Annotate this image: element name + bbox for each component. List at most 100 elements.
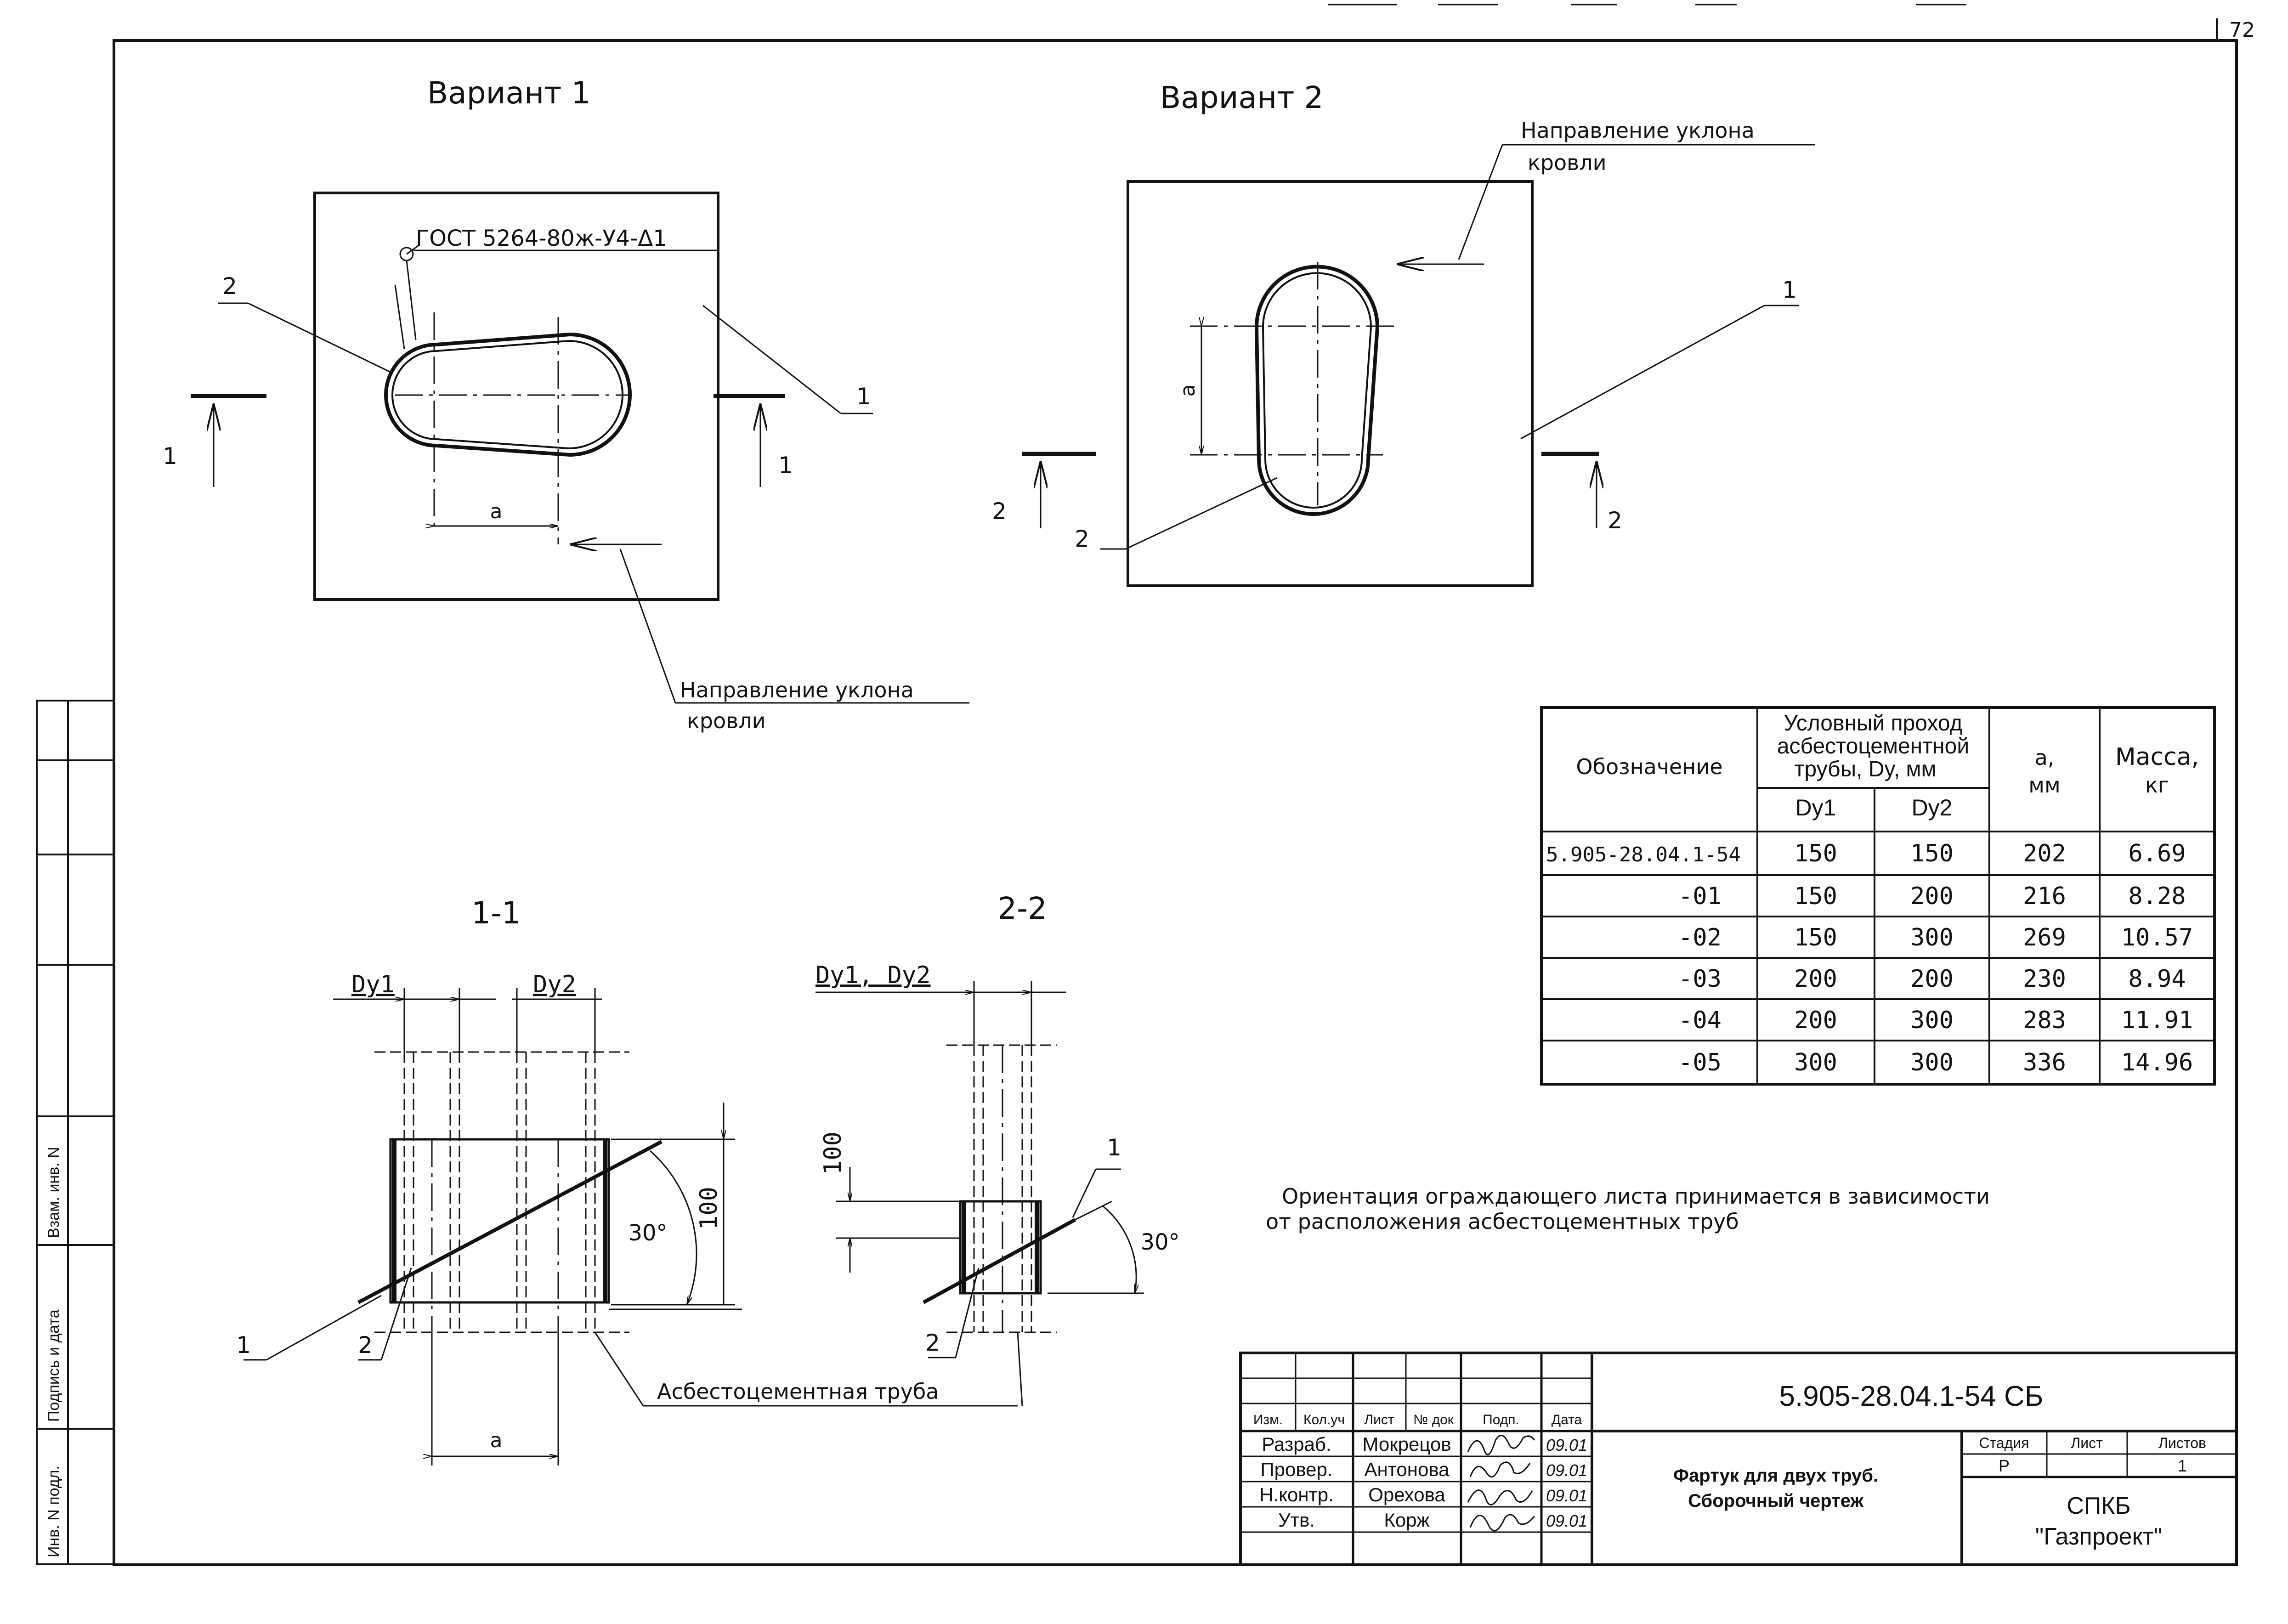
variant2-plate (1127, 180, 1534, 587)
variant1-dim-a: a (490, 500, 503, 523)
variant2-slope-label-1: Направление уклона (1521, 118, 1755, 143)
variant2-collar-inner (1262, 272, 1372, 509)
spec-cell-dy2: 300 (1910, 1007, 1954, 1034)
spec-cell-a: 216 (2023, 883, 2066, 910)
spec-cell-dy1: 300 (1794, 1049, 1837, 1076)
date-checker: 09.01 (1546, 1461, 1587, 1480)
variant2-view: Вариант 2 a Направление уклона кровли 1 … (992, 80, 1815, 587)
stage-label: Стадия (1979, 1435, 2029, 1451)
col-header-list: Лист (1364, 1412, 1394, 1427)
section11-title: 1-1 (471, 895, 521, 931)
section11-height: 100 (695, 1187, 723, 1230)
date-norm-control: 09.01 (1546, 1486, 1587, 1505)
org-name-2: "Газпроект" (2035, 1523, 2162, 1550)
title-block-title-2: Сборочный чертеж (1688, 1491, 1863, 1511)
spec-cell-dy2: 200 (1910, 883, 1954, 910)
spec-cell-dy1: 150 (1794, 883, 1837, 910)
spec-cell-a: 230 (2023, 965, 2066, 993)
spec-cell-dy2: 300 (1910, 924, 1954, 951)
spec-cell-dy1: 150 (1794, 840, 1837, 867)
spec-cell-dy2: 300 (1910, 1049, 1954, 1076)
role-checker: Провер. (1260, 1459, 1332, 1480)
spec-cell-dy1: 200 (1794, 965, 1837, 993)
sheets-label: Листов (2158, 1435, 2206, 1451)
spec-cell-mass: 14.96 (2121, 1049, 2193, 1076)
variant2-title: Вариант 2 (1160, 80, 1324, 115)
spec-header-a-2: мм (2028, 773, 2060, 798)
variant2-pos-collar: 2 (1075, 526, 1089, 552)
section11-dy1: Dy1 (351, 971, 395, 998)
stamp-inv-orig: Инв. N подл. (45, 1466, 62, 1557)
spec-cell-mass: 8.94 (2128, 965, 2186, 993)
spec-cell-designation: -04 (1678, 1007, 1722, 1034)
spec-cell-designation: -02 (1678, 924, 1722, 951)
role-developer: Разраб. (1262, 1433, 1331, 1455)
section22-dy: Dy1, Dy2 (816, 962, 930, 989)
date-approved: 09.01 (1546, 1511, 1587, 1530)
stamp-sign-date: Подпись и дата (45, 1309, 62, 1422)
spec-header-mass-2: кг (2145, 773, 2169, 798)
spec-cell-mass: 8.28 (2128, 883, 2186, 910)
variant1-view: Вариант 1 a ГОСТ 5264-80ж-У4-Δ1 2 1 1 1 (163, 75, 969, 733)
spec-table-row: -01 150 200 216 8.28 (1678, 883, 2186, 910)
section22-pos2: 2 (925, 1330, 940, 1356)
note-line-2: от расположения асбестоцементных труб (1266, 1209, 1739, 1234)
spec-cell-a: 283 (2023, 1007, 2066, 1034)
section11-dim-a: a (490, 1429, 503, 1452)
variant1-slope-label-1: Направление уклона (680, 678, 914, 702)
spec-cell-dy1: 150 (1794, 924, 1837, 951)
spec-cell-designation: -01 (1678, 883, 1722, 910)
name-approved: Корж (1384, 1509, 1429, 1531)
col-header-kol: Кол.уч (1303, 1412, 1345, 1427)
spec-header-bore-3: трубы, Dy, мм (1794, 757, 1936, 781)
col-header-sign: Подп. (1483, 1412, 1519, 1427)
section22-collar (959, 1200, 1042, 1295)
spec-header-bore-1: Условный проход (1784, 711, 1962, 736)
variant2-dim-a: a (1176, 385, 1200, 397)
spec-cell-designation: -03 (1678, 965, 1722, 993)
spec-cell-mass: 6.69 (2128, 840, 2186, 867)
spec-table (1540, 706, 2216, 1086)
col-header-izm: Изм. (1253, 1412, 1283, 1427)
spec-header-a-1: a, (2035, 745, 2055, 770)
section-2-2: 2-2 Dy1, Dy2 100 30° (816, 891, 1180, 1406)
variant1-plate (313, 192, 719, 601)
variant1-section-mark-left: 1 (163, 443, 177, 470)
section11-dy2: Dy2 (533, 971, 576, 998)
section22-height: 100 (819, 1132, 847, 1175)
section22-pos1: 1 (1107, 1134, 1121, 1161)
signatures (1467, 1435, 1535, 1532)
sheet-label: Лист (2071, 1435, 2103, 1451)
variant1-pos-collar: 2 (222, 273, 237, 300)
spec-header-mass-1: Масса, (2115, 743, 2199, 771)
spec-cell-a: 269 (2023, 924, 2066, 951)
spec-cell-mass: 11.91 (2121, 1007, 2193, 1034)
variant2-section-mark-left: 2 (992, 498, 1007, 525)
variant2-pos-plate: 1 (1782, 277, 1797, 303)
spec-header-dy2: Dy2 (1912, 795, 1953, 820)
col-header-date: Дата (1552, 1412, 1582, 1427)
section11-pipe-label: Асбестоцементная труба (657, 1379, 939, 1404)
spec-cell-dy2: 150 (1910, 840, 1954, 867)
section-1-1: 1-1 Dy1 Dy2 (236, 895, 1018, 1466)
sheets-value: 1 (2178, 1456, 2187, 1475)
variant1-weld-note: ГОСТ 5264-80ж-У4-Δ1 (416, 226, 667, 251)
spec-table-row: 5.905-28.04.1-54 150 150 202 6.69 (1546, 840, 2186, 867)
variant1-pos-plate: 1 (856, 383, 871, 410)
spec-header-dy1: Dy1 (1795, 795, 1836, 820)
spec-cell-dy2: 200 (1910, 965, 1954, 993)
sheet-number: 72 (2229, 18, 2255, 42)
title-block-title-1: Фартук для двух труб. (1673, 1466, 1878, 1486)
spec-cell-mass: 10.57 (2121, 924, 2193, 951)
org-name-1: СПКБ (2067, 1493, 2130, 1519)
spec-header-designation: Обозначение (1576, 754, 1722, 779)
sheet-number-box: 72 (2216, 18, 2255, 42)
title-block-doc-code: 5.905-28.04.1-54 СБ (1779, 1381, 2044, 1412)
spec-cell-a: 336 (2023, 1049, 2066, 1076)
section11-pos2: 2 (358, 1332, 373, 1358)
variant2-section-mark-right: 2 (1608, 507, 1622, 534)
section11-collar (389, 1138, 610, 1304)
spec-cell-dy1: 200 (1794, 1007, 1837, 1034)
spec-cell-a: 202 (2023, 840, 2066, 867)
